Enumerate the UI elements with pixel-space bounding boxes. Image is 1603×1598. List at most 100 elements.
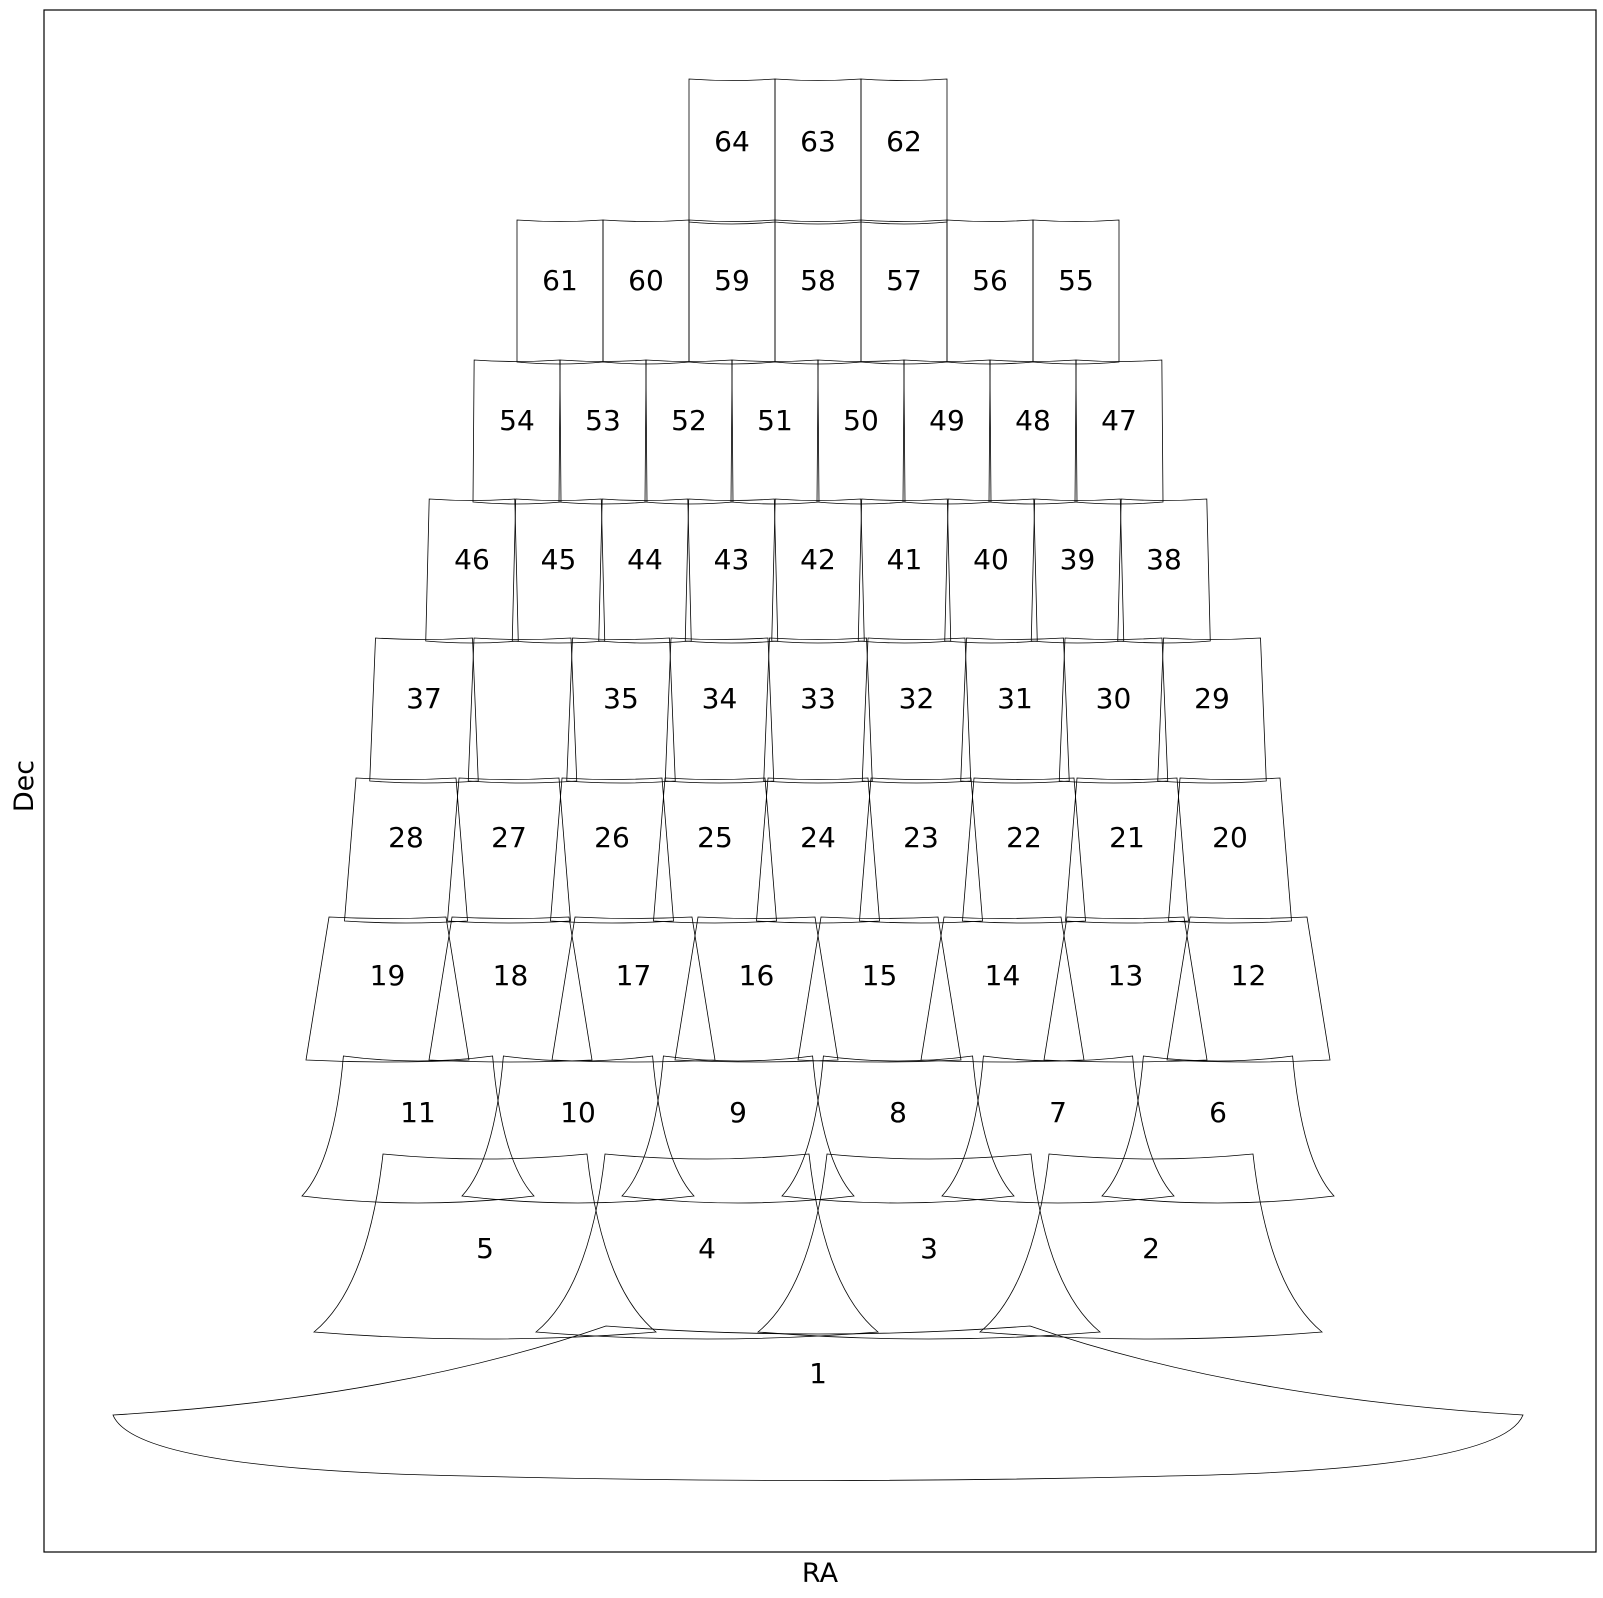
tile-19-label: 19 <box>370 959 406 992</box>
tile-54-label: 54 <box>499 404 535 437</box>
tile-62-label: 62 <box>886 125 922 158</box>
tile-45-outline <box>511 498 606 644</box>
tile-47-label: 47 <box>1101 404 1137 437</box>
tile-5-outline <box>312 1153 658 1340</box>
tile-35-label: 35 <box>603 682 639 715</box>
tile-3-outline <box>756 1153 1102 1340</box>
y-axis-label: Dec <box>9 760 40 812</box>
tile-14-label: 14 <box>985 959 1021 992</box>
tile-28-outline <box>344 777 468 924</box>
tile-38-label: 38 <box>1146 543 1182 576</box>
tile-9-outline <box>621 1055 855 1204</box>
tile-32-outline <box>861 637 972 784</box>
tile-23-outline <box>859 777 983 924</box>
tile-58-label: 58 <box>800 264 836 297</box>
tile-59-label: 59 <box>714 264 750 297</box>
tile-2-outline <box>978 1153 1324 1340</box>
tile-40-label: 40 <box>973 543 1009 576</box>
tile-52-label: 52 <box>671 404 707 437</box>
tile-18-label: 18 <box>493 959 529 992</box>
tile-3-label: 3 <box>920 1232 938 1265</box>
tile-51-label: 51 <box>757 404 793 437</box>
tile-57-label: 57 <box>886 264 922 297</box>
tile-33-label: 33 <box>800 682 836 715</box>
tile-16-outline <box>674 916 839 1063</box>
tile-1-outline <box>112 1325 1524 1481</box>
tile-41-outline <box>857 498 952 644</box>
tile-46-outline <box>425 498 519 644</box>
tile-56-label: 56 <box>972 264 1008 297</box>
tile-17-outline <box>551 916 716 1063</box>
tile-4-label: 4 <box>698 1232 716 1265</box>
x-axis-label: RA <box>802 1558 839 1589</box>
tile-26-label: 26 <box>594 821 630 854</box>
tile-13-outline <box>1043 916 1208 1063</box>
tile-27-outline <box>447 777 571 924</box>
plot-frame <box>43 9 1597 1553</box>
tile-64-label: 64 <box>714 125 750 158</box>
tile-8-outline <box>781 1055 1015 1204</box>
tile-21-label: 21 <box>1109 821 1145 854</box>
tile-8-label: 8 <box>889 1096 907 1129</box>
tile-27-label: 27 <box>491 821 527 854</box>
tile-49-label: 49 <box>929 404 965 437</box>
tile-14-outline <box>920 916 1085 1063</box>
tile-55-outline <box>1032 219 1120 365</box>
tile-61-label: 61 <box>542 264 578 297</box>
tile-44-outline <box>598 498 692 644</box>
tile-55-label: 55 <box>1058 264 1094 297</box>
tile-32-label: 32 <box>899 682 935 715</box>
tile-25-label: 25 <box>697 821 733 854</box>
tile-63-label: 63 <box>800 125 836 158</box>
tile-29-label: 29 <box>1194 682 1230 715</box>
tile-38-outline <box>1117 498 1211 644</box>
tile-35-outline <box>566 637 676 784</box>
tile-30-label: 30 <box>1096 682 1132 715</box>
tile-22-label: 22 <box>1006 821 1042 854</box>
tile-37-label: 37 <box>406 682 442 715</box>
tile-33-outline <box>763 637 873 784</box>
tile-22-outline <box>962 777 1086 924</box>
tile-15-outline <box>797 916 962 1063</box>
tile-19-outline <box>305 916 470 1063</box>
tile-34-outline <box>664 637 775 784</box>
tile-34-label: 34 <box>702 682 738 715</box>
tile-29-outline <box>1157 637 1267 784</box>
tile-43-outline <box>684 498 779 644</box>
tile-1-label: 1 <box>809 1357 827 1390</box>
tile-24-outline <box>756 777 880 924</box>
tile-15-label: 15 <box>862 959 898 992</box>
tile-62-outline <box>860 78 948 225</box>
tile-53-label: 53 <box>585 404 621 437</box>
tile-12-outline <box>1166 916 1331 1063</box>
tile-31-outline <box>960 637 1070 784</box>
tile-16-label: 16 <box>739 959 775 992</box>
tile-46-label: 46 <box>454 543 490 576</box>
tile-43-label: 43 <box>714 543 750 576</box>
tile-42-label: 42 <box>800 543 836 576</box>
tile-10-outline <box>461 1055 695 1204</box>
tile-48-label: 48 <box>1015 404 1051 437</box>
tile-44-label: 44 <box>627 543 663 576</box>
tile-36-outline <box>467 637 578 784</box>
tile-26-outline <box>550 777 674 924</box>
tile-24-label: 24 <box>800 821 836 854</box>
tile-5-label: 5 <box>476 1232 494 1265</box>
tile-37-outline <box>369 637 479 784</box>
tile-20-label: 20 <box>1212 821 1248 854</box>
tile-28-label: 28 <box>388 821 424 854</box>
tile-9-label: 9 <box>729 1096 747 1129</box>
tile-7-label: 7 <box>1049 1096 1067 1129</box>
tile-13-label: 13 <box>1108 959 1144 992</box>
tile-60-label: 60 <box>628 264 664 297</box>
tile-42-outline <box>771 498 865 644</box>
tile-6-label: 6 <box>1209 1096 1227 1129</box>
tile-20-outline <box>1168 777 1292 924</box>
tile-6-outline <box>1101 1055 1335 1204</box>
tile-39-outline <box>1030 498 1125 644</box>
tile-23-label: 23 <box>903 821 939 854</box>
tile-31-label: 31 <box>997 682 1033 715</box>
